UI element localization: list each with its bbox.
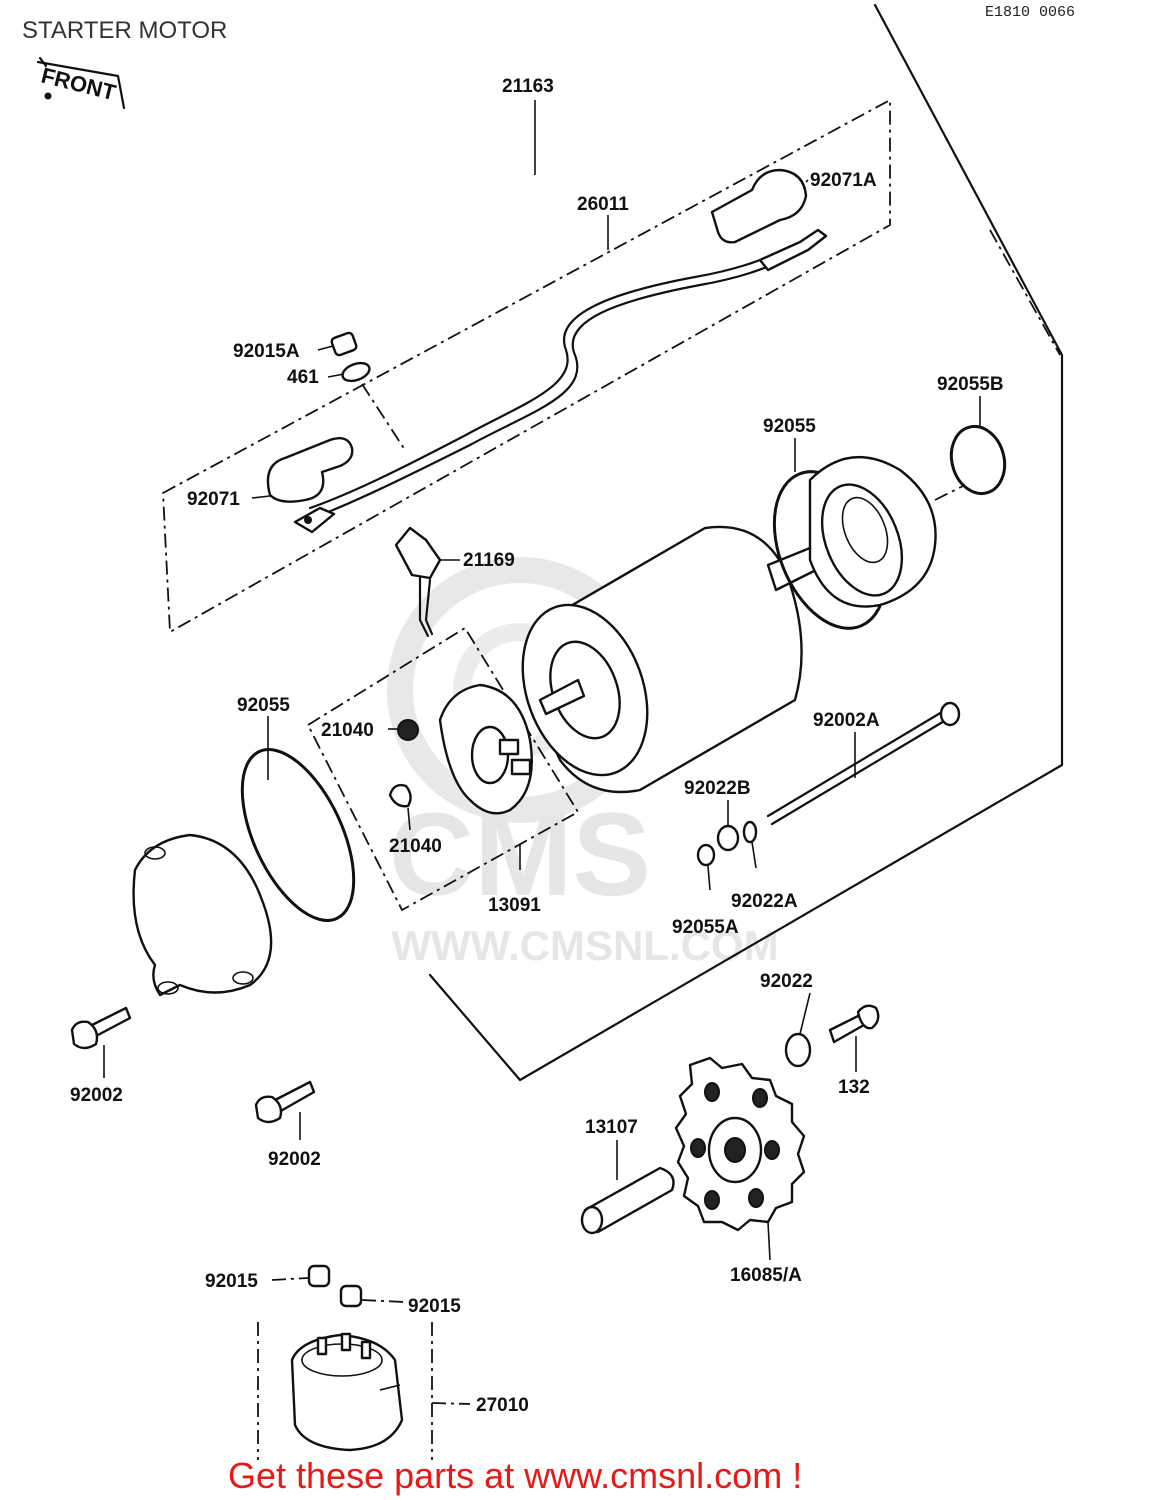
front-marker: FRONT (36, 56, 126, 110)
starter-relay-27010 (290, 1332, 404, 1452)
washer-92055a (696, 843, 716, 867)
boot-92071a (710, 168, 808, 244)
bolt-92002-mid (254, 1080, 316, 1124)
label-92002a: 92002A (813, 710, 880, 731)
washer-461 (341, 361, 371, 383)
washer-92022b (716, 824, 740, 852)
nut-92015-right (339, 1284, 363, 1308)
label-21169: 21169 (463, 550, 515, 571)
watermark-url: WWW.CMSNL.COM (391, 922, 778, 969)
shaft-13107 (580, 1166, 675, 1235)
washer-92022a (742, 820, 758, 844)
end-cover (808, 455, 937, 608)
o-ring-92055-left (240, 748, 356, 922)
page-title: STARTER MOTOR (22, 17, 227, 44)
bolt-132 (828, 1004, 880, 1044)
label-92055b: 92055B (937, 374, 1004, 395)
diagram-code: E1810 0066 (985, 4, 1075, 21)
nut-92015a (330, 331, 358, 357)
bolt-92002-left (70, 1006, 132, 1050)
call-to-action-link[interactable]: Get these parts at www.cmsnl.com ! (228, 1455, 802, 1496)
label-27010: 27010 (476, 1395, 529, 1416)
label-461: 461 (287, 367, 319, 388)
brush-21040-top (397, 719, 419, 741)
label-92002-mid: 92002 (268, 1149, 321, 1170)
label-92022a: 92022A (731, 891, 798, 912)
label-13091: 13091 (488, 895, 541, 916)
label-16085a: 16085/A (730, 1265, 802, 1286)
label-92015-left: 92015 (205, 1271, 258, 1292)
label-132: 132 (838, 1077, 870, 1098)
starter-motor-yoke (521, 525, 818, 794)
label-21040-bottom: 21040 (389, 836, 442, 857)
cable-26011 (293, 228, 828, 534)
label-92022b: 92022B (684, 778, 751, 799)
leader-lines (103, 179, 981, 1405)
label-92071a: 92071A (810, 170, 877, 191)
label-92071: 92071 (187, 489, 240, 510)
boot-92071 (266, 437, 354, 503)
label-92002-left: 92002 (70, 1085, 123, 1106)
o-ring-92055b (949, 424, 1007, 496)
nut-92015-left (307, 1264, 331, 1288)
label-92015a: 92015A (233, 341, 300, 362)
label-92055a: 92055A (672, 917, 739, 938)
brush-21040-bottom (388, 783, 412, 808)
washer-92022 (784, 1032, 812, 1068)
label-92015-right: 92015 (408, 1296, 461, 1317)
label-21163: 21163 (502, 76, 554, 97)
front-cover (132, 833, 273, 997)
label-92055-left: 92055 (237, 695, 290, 716)
label-26011: 26011 (577, 194, 629, 215)
label-13107: 13107 (585, 1117, 638, 1138)
label-92022: 92022 (760, 971, 813, 992)
label-21040-top: 21040 (321, 720, 374, 741)
sprocket-16085a (674, 1056, 806, 1232)
brush-plate-13091 (438, 683, 533, 815)
label-92055-top: 92055 (763, 416, 816, 437)
